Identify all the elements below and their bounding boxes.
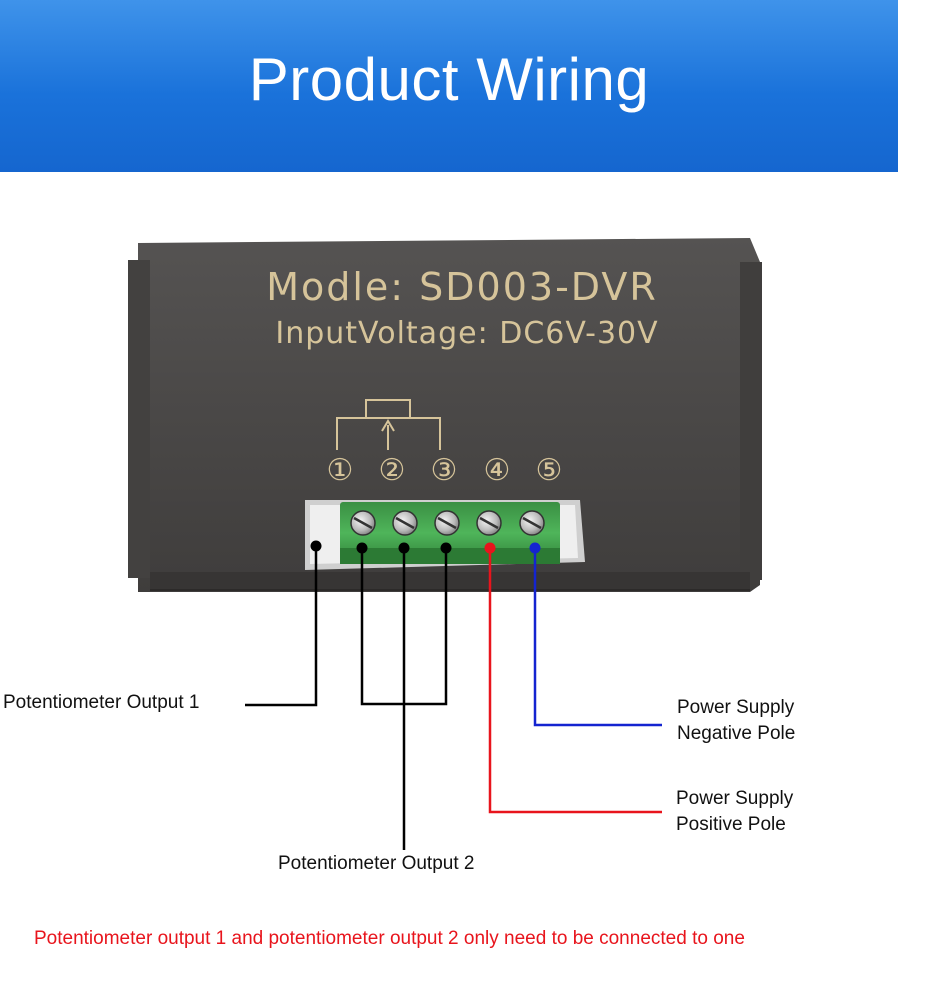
screw-3 (434, 510, 460, 536)
connection-dot-terminal-1 (356, 542, 368, 554)
wire-pot-output-1 (245, 546, 318, 707)
label-positive-pole-line2: Positive Pole (676, 814, 786, 835)
connection-dot-terminal-2 (398, 542, 410, 554)
terminal-number-4: ④ (484, 453, 511, 488)
wire-positive (488, 548, 662, 814)
potentiometer-symbol (336, 399, 441, 450)
screw-2 (392, 510, 418, 536)
title-banner: Product Wiring (0, 0, 898, 172)
voltage-text: InputVoltage: DC6V-30V (275, 316, 658, 351)
terminal-number-1: ① (327, 453, 354, 488)
connection-dot-positive (484, 542, 496, 554)
model-text: Modle: SD003-DVR (266, 265, 658, 309)
label-pot-output-1: Potentiometer Output 1 (3, 692, 200, 713)
terminal-number-5: ⑤ (536, 453, 563, 488)
label-pot-output-2: Potentiometer Output 2 (278, 853, 475, 874)
connection-dot-terminal-3 (440, 542, 452, 554)
wiring-note: Potentiometer output 1 and potentiometer… (34, 928, 745, 949)
screw-4 (476, 510, 502, 536)
connection-dot-negative (529, 542, 541, 554)
label-negative-pole-line2: Negative Pole (677, 723, 796, 744)
connection-dot-pot-1 (310, 540, 322, 552)
screw-5 (519, 510, 545, 536)
terminal-number-2: ② (379, 453, 406, 488)
device-body (128, 238, 762, 592)
label-negative-pole-line1: Power Supply (677, 697, 795, 718)
wire-negative (533, 548, 662, 727)
screw-1 (350, 510, 376, 536)
banner-title: Product Wiring (248, 45, 650, 113)
terminal-number-3: ③ (431, 453, 458, 488)
terminal-screws (350, 510, 545, 536)
terminal-numbers: ① ② ③ ④ ⑤ (327, 453, 563, 488)
label-positive-pole-line1: Power Supply (676, 788, 794, 809)
